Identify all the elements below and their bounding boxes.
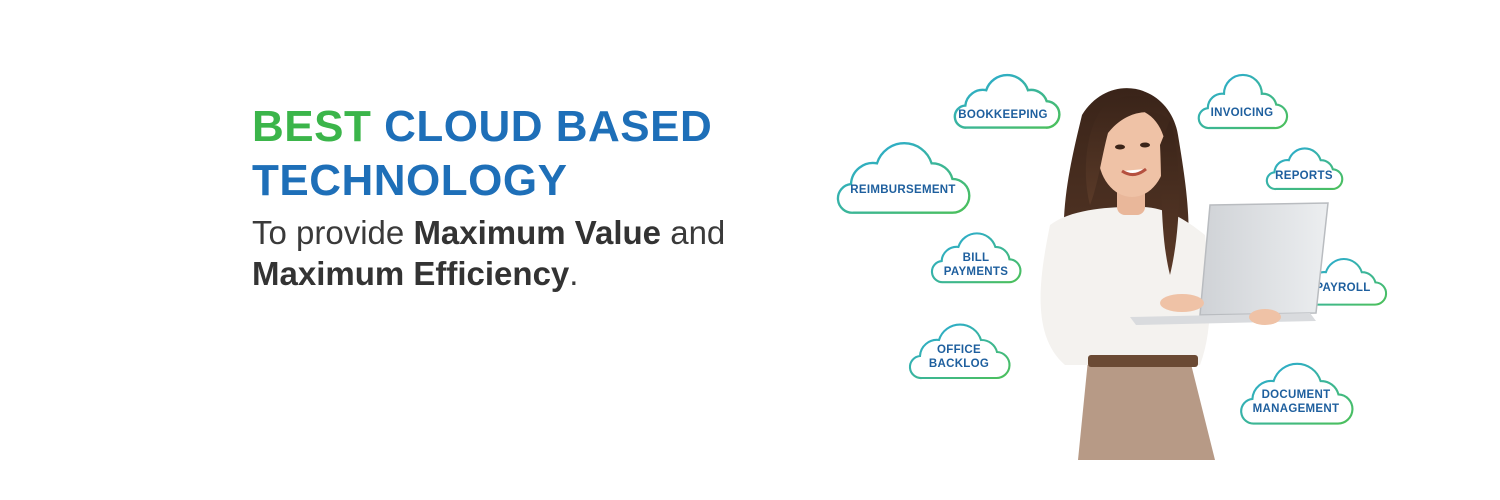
document-management-line1: DOCUMENT [1261,389,1331,401]
headline-line2: TECHNOLOGY [252,156,568,205]
reports-cloud-icon [1265,147,1344,191]
subline-end: . [569,255,579,292]
bill-payments-line2: PAYMENTS [943,266,1009,278]
cloud-label-bill-payments: BILL PAYMENTS [932,251,1020,279]
headline-line1: CLOUD BASED [384,102,713,151]
office-backlog-line1: OFFICE [937,344,981,356]
subline-part1: To provide [252,214,414,251]
cloud-label-reports: REPORTS [1275,170,1333,182]
office-backlog-line2: BACKLOG [928,358,990,370]
invoicing-cloud-icon [1197,73,1289,130]
cloud-label-reimbursement: REIMBURSEMENT [850,184,956,196]
cloud-label-payroll: PAYROLL [1315,282,1371,294]
document-management-line2: MANAGEMENT [1252,403,1340,415]
bookkeeping-cloud-icon [953,73,1061,129]
bill-payments-line1: BILL [962,252,990,264]
document-management-cloud-icon [1240,362,1354,425]
reimbursement-cloud-icon [836,142,971,214]
headline-accent-word: BEST [252,102,372,151]
cloud-label-invoicing: INVOICING [1210,107,1274,119]
woman-with-laptop-photo [1040,88,1329,460]
cloud-label-bookkeeping: BOOKKEEPING [958,109,1048,121]
cloud-label-office-backlog: OFFICE BACKLOG [908,343,1010,371]
subline-part2: and [661,214,726,251]
office-backlog-cloud-icon [908,323,1011,380]
cloud-label-document-management: DOCUMENT MANAGEMENT [1240,388,1352,416]
subline-bold-efficiency: Maximum Efficiency [252,255,570,292]
hero-headline: BEST CLOUD BASED TECHNOLOGY [252,100,712,208]
bill-payments-cloud-icon [930,232,1022,284]
subline-bold-value: Maximum Value [413,214,662,251]
